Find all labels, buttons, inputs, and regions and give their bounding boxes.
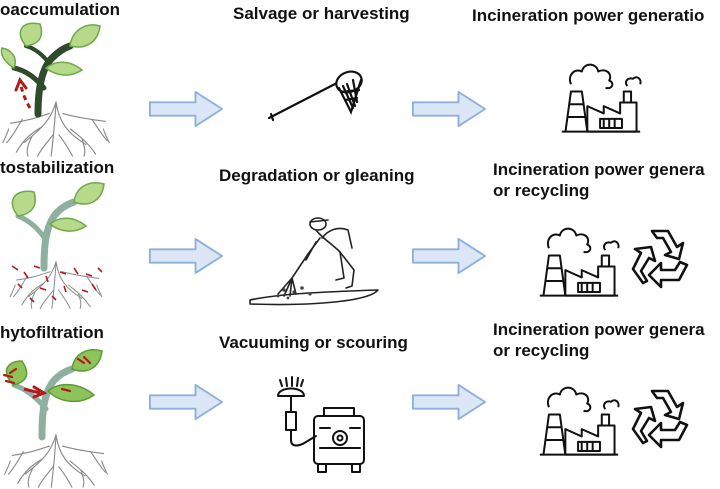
- disposal-label-3-line2: or recycling: [493, 341, 590, 360]
- plant-icon: [2, 349, 108, 488]
- mechanism-label-1: oaccumulation: [0, 0, 120, 19]
- mechanism-label-3: hytofiltration: [0, 323, 104, 342]
- vacuum-machine-icon: [277, 376, 365, 473]
- disposal-label-2-line1: Incineration power genera: [493, 160, 705, 179]
- person-sweeping-icon: [249, 217, 379, 306]
- disposal-label-3-line1: Incineration power genera: [493, 320, 705, 339]
- right-arrow-icon: [148, 383, 224, 421]
- right-arrow-icon: [411, 90, 487, 128]
- management-label-2: Degradation or gleaning: [219, 166, 415, 185]
- power-plant-icon: [538, 227, 620, 297]
- right-arrow-icon: [148, 90, 224, 128]
- power-plant-icon: [560, 63, 642, 133]
- right-arrow-icon: [411, 383, 487, 421]
- plant-icon: [0, 22, 110, 157]
- management-label-1: Salvage or harvesting: [233, 4, 410, 23]
- insect-net-icon: [267, 70, 363, 122]
- recycle-icon: [631, 389, 689, 449]
- plant-icon: [9, 182, 105, 309]
- disposal-label-1: Incineration power generatio: [472, 6, 705, 25]
- recycle-icon: [631, 229, 689, 289]
- right-arrow-icon: [411, 237, 487, 275]
- mechanism-label-2: tostabilization: [0, 158, 115, 177]
- management-label-3: Vacuuming or scouring: [219, 333, 408, 352]
- power-plant-icon: [538, 386, 620, 456]
- right-arrow-icon: [148, 237, 224, 275]
- disposal-label-2-line2: or recycling: [493, 181, 590, 200]
